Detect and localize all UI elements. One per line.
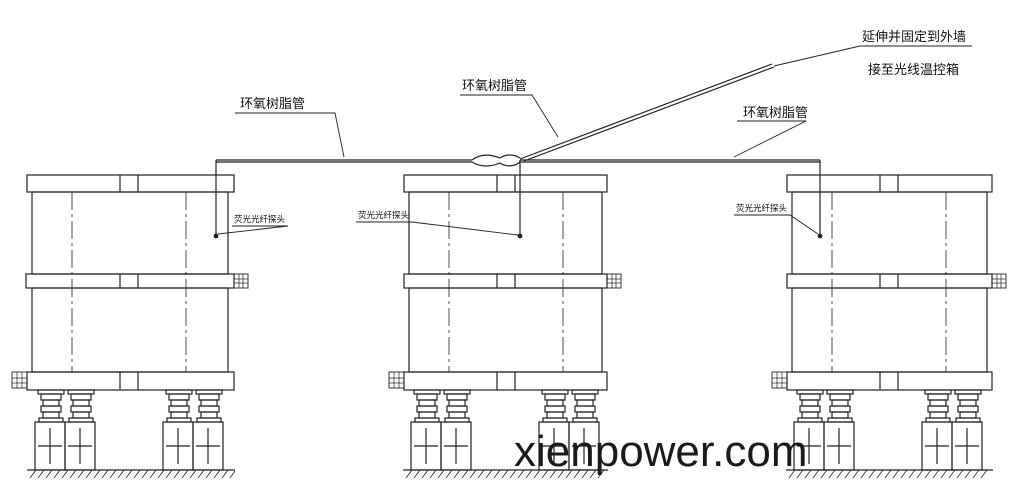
probe-tip-3 xyxy=(817,233,823,239)
probe-label-3: 荧光光纤探头 xyxy=(736,203,788,214)
transformer-1-bottom-clamp xyxy=(26,371,235,391)
transformer-1-lower-body xyxy=(31,287,229,373)
transformer-1-top-clamp xyxy=(26,174,235,193)
transformer-2-middle-clamp xyxy=(403,273,608,289)
insulator-group-3 xyxy=(793,389,983,471)
probe-tip-1 xyxy=(213,233,219,239)
transformer-3-middle-clamp xyxy=(786,273,993,289)
watermark-text: xienpower.com xyxy=(514,427,807,476)
transformer-2-bottom-clamp xyxy=(403,371,608,391)
temp-control-box-label: 接至光线温控箱 xyxy=(868,62,959,78)
transformer-2 xyxy=(388,160,622,479)
epoxy-conduit xyxy=(216,63,820,167)
transformer-3-upper-body xyxy=(791,191,988,275)
transformer-2-upper-body xyxy=(408,191,603,275)
insulator-group-2 xyxy=(410,389,600,471)
transformer-2-top-clamp xyxy=(403,174,608,193)
transformer-3-lower-body xyxy=(791,287,988,373)
insulator-group-1 xyxy=(34,389,224,471)
transformer-1-middle-clamp xyxy=(25,273,235,289)
transformer-1 xyxy=(11,160,249,479)
transformer-1-upper-body xyxy=(31,191,229,275)
extend-to-wall-label: 延伸并固定到外墙 xyxy=(862,30,966,45)
transformer-2-lower-body xyxy=(408,287,603,373)
probe-label-1: 荧光光纤探头 xyxy=(234,214,286,225)
leader-lines xyxy=(217,45,972,236)
pipe-label-2: 环氧树脂管 xyxy=(462,79,527,94)
probe-tip-2 xyxy=(517,233,523,239)
pipe-label-3: 环氧树脂管 xyxy=(743,106,808,121)
transformer-3 xyxy=(771,160,1007,479)
transformer-3-bottom-clamp xyxy=(786,371,993,391)
probe-label-2: 荧光光纤探头 xyxy=(358,210,410,221)
pipe-label-1: 环氧树脂管 xyxy=(240,97,305,112)
transformer-3-top-clamp xyxy=(786,174,993,193)
